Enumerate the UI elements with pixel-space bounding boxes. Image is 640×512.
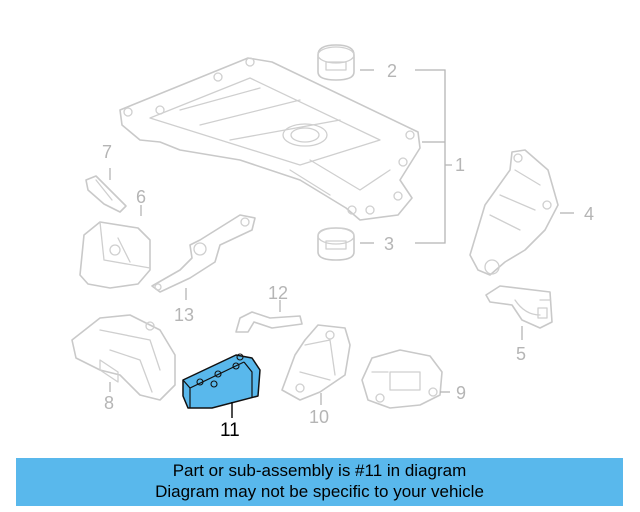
banner-line-part-info: Part or sub-assembly is #11 in diagram — [172, 461, 467, 480]
torque-arm-part-13 — [151, 214, 256, 293]
callout-2: 2 — [387, 61, 397, 81]
leader-lines — [109, 69, 574, 418]
callout-13: 13 — [174, 305, 194, 325]
bracket-part-5 — [485, 285, 553, 329]
transmission-mount-part-8 — [71, 314, 176, 401]
callout-5: 5 — [516, 344, 526, 364]
callout-8: 8 — [104, 393, 114, 413]
callout-3: 3 — [384, 234, 394, 254]
engine-mount-part-6 — [79, 221, 151, 289]
callout-11[interactable]: 11 — [220, 420, 240, 441]
subframe-part-1 — [119, 57, 421, 221]
bracket-part-10 — [281, 324, 351, 401]
transmission-mount-part-11[interactable] — [182, 353, 261, 409]
callout-9: 9 — [456, 383, 466, 403]
banner-line-disclaimer: Diagram may not be specific to your vehi… — [155, 482, 484, 501]
bushing-part-3 — [317, 227, 355, 261]
callout-12: 12 — [268, 283, 288, 303]
parts-diagram: 2 1 3 4 5 6 7 8 9 10 11 12 13 — [71, 44, 594, 441]
callout-1: 1 — [455, 155, 465, 175]
info-banner: Part or sub-assembly is #11 in diagram D… — [16, 458, 623, 506]
callout-10: 10 — [309, 407, 329, 427]
mount-bracket-part-4 — [469, 149, 559, 276]
callout-7: 7 — [102, 142, 112, 162]
callout-4: 4 — [584, 204, 594, 224]
bushing-part-2 — [317, 44, 355, 81]
mount-part-9 — [361, 349, 443, 409]
rod-part-12 — [235, 311, 303, 333]
small-bracket-part-7 — [85, 175, 127, 213]
callout-6: 6 — [136, 187, 146, 207]
